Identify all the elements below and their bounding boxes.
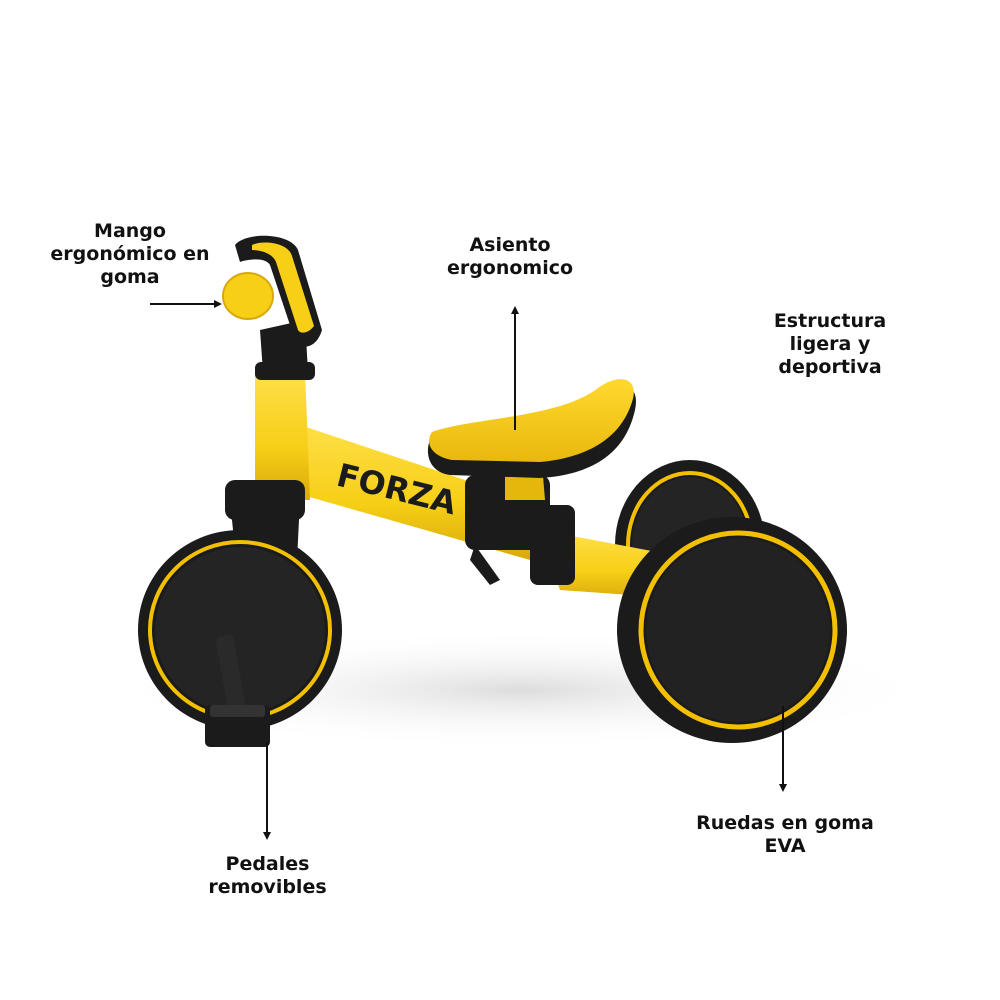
callout-line: ligera y [789, 333, 871, 355]
callout-line: ergonómico en [50, 243, 210, 265]
callout-line: removibles [208, 876, 327, 898]
callout-line: EVA [764, 835, 806, 857]
callout-line: deportiva [778, 356, 882, 378]
head-tube [255, 370, 310, 500]
arrow-icon [263, 742, 271, 840]
callout-ruedas: Ruedas en goma EVA [680, 812, 890, 858]
callout-mango: Mango ergonómico en goma [40, 220, 220, 289]
callout-line: goma [100, 266, 160, 288]
front-wheel [138, 530, 342, 730]
callout-line: ergonomico [446, 257, 574, 279]
rear-wheel-front [617, 517, 847, 743]
arrow-icon [779, 706, 787, 792]
callout-line: Estructura [773, 310, 887, 332]
callout-pedales: Pedales removibles [180, 853, 355, 899]
callout-line: Asiento [469, 234, 551, 256]
pedal [205, 634, 270, 747]
callout-estructura: Estructura ligera y deportiva [745, 310, 915, 379]
arrow-icon [511, 306, 519, 430]
callout-line: Ruedas en goma [696, 812, 874, 834]
seat [427, 379, 636, 478]
callout-line: Pedales [225, 853, 310, 875]
callout-arrows [150, 300, 787, 840]
callout-asiento: Asiento ergonomico [420, 234, 600, 280]
arrow-icon [150, 300, 222, 308]
callout-line: Mango [94, 220, 166, 242]
handlebar [222, 235, 322, 372]
